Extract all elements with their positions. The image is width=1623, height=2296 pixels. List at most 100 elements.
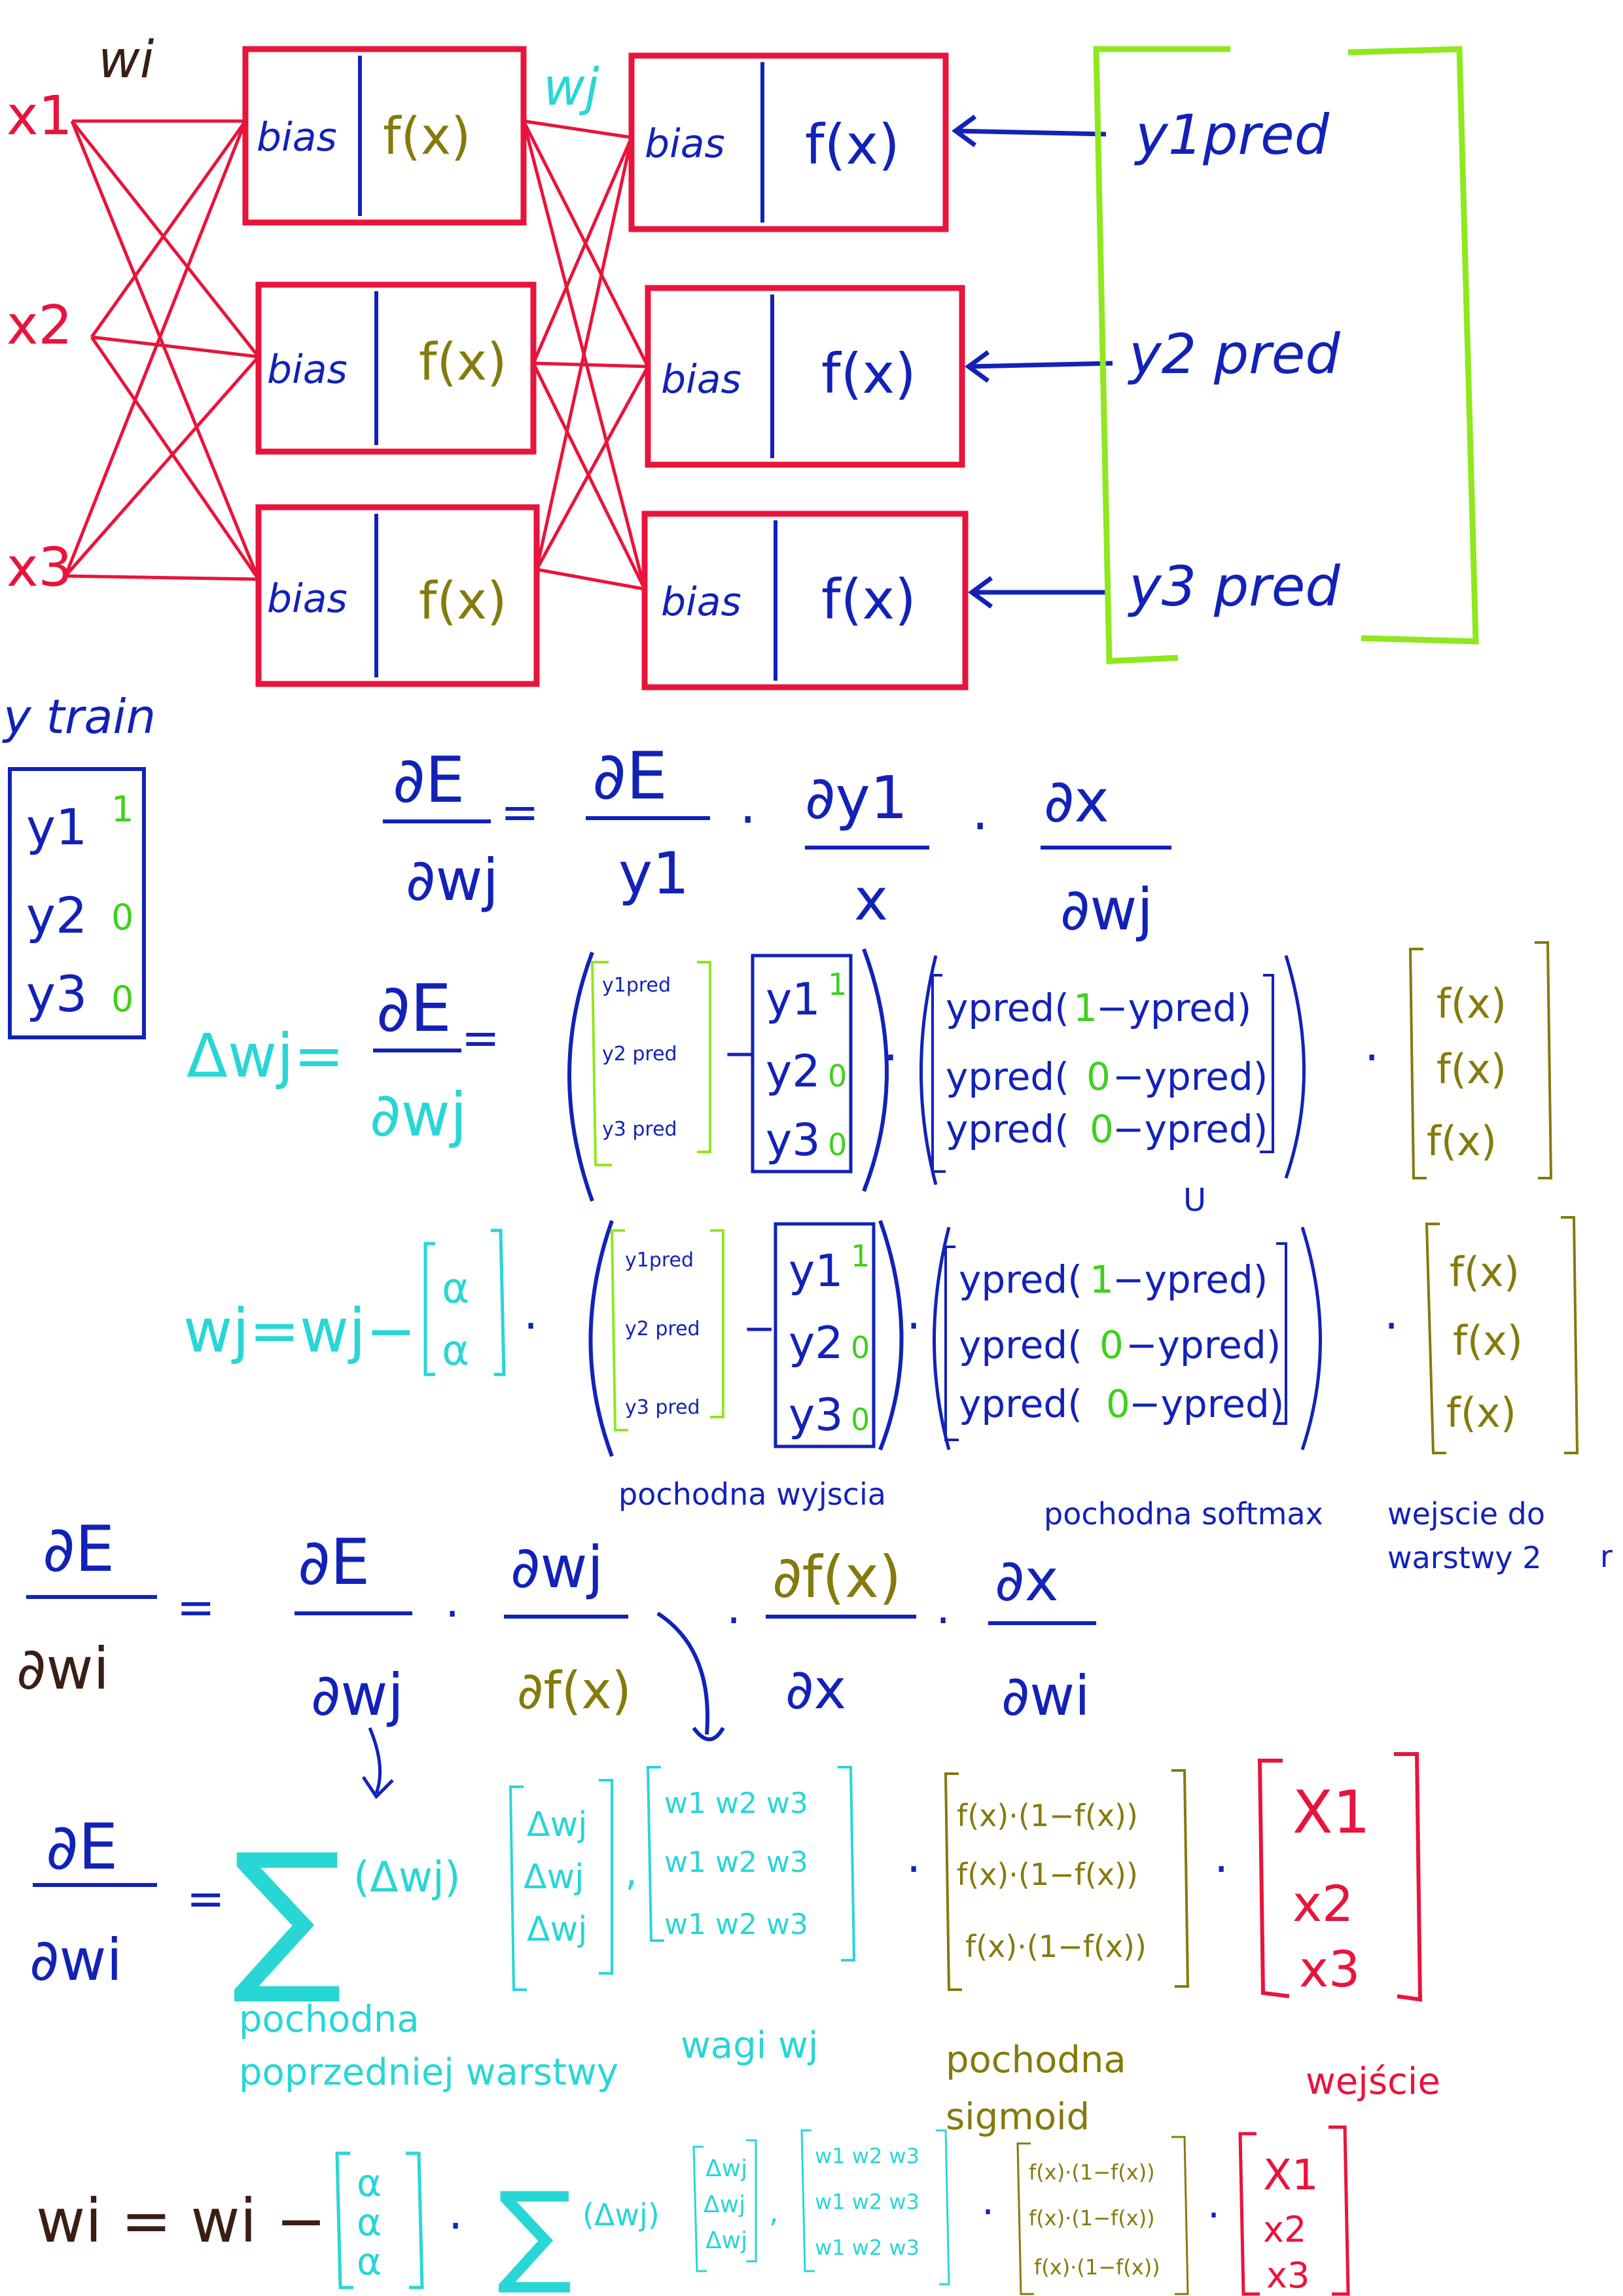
equals: = [177, 1581, 215, 1634]
frac-den: ∂wj [370, 1080, 467, 1150]
softmax-row-text: ypred( [946, 1107, 1069, 1151]
frac-den: ∂f(x) [517, 1662, 632, 1721]
delta-row-1: Δwj [527, 1805, 588, 1844]
dot: · [1207, 2193, 1220, 2238]
softmax-row-text: ypred( [959, 1257, 1082, 1302]
fx-row-2: f(x) [1436, 1045, 1507, 1093]
alpha-3: α [357, 2239, 382, 2284]
output-neuron-3: bias f(x) [641, 511, 969, 691]
dot: · [906, 1299, 921, 1353]
x-row-1: X1 [1263, 2151, 1319, 2200]
pred-row-1: y1pred [625, 1249, 694, 1272]
neuron-bias-label: bias [267, 576, 348, 622]
minus: − [743, 1306, 776, 1352]
input-hidden-connections [63, 119, 260, 581]
true-row-1: y1 [789, 1246, 844, 1297]
delta-wj-lhs: Δwj= [187, 1021, 344, 1091]
frac-den: ∂x [785, 1657, 846, 1721]
pred-row-3: y3 pred [625, 1396, 700, 1419]
frac-den: ∂wi [16, 1635, 109, 1702]
softmax-row-value: 0 [1090, 1107, 1114, 1151]
softmax-row-text: −ypred) [1126, 1323, 1281, 1367]
frac-num: ∂E [376, 970, 452, 1047]
frac-num: ∂x [1044, 767, 1109, 836]
true-row-2: y2 [766, 1046, 821, 1098]
dot: · [448, 2199, 463, 2253]
weights-row-3: w1 w2 w3 [815, 2235, 919, 2260]
input-x2: x2 [7, 295, 73, 357]
ytrain-row-3: y3 [26, 965, 87, 1023]
equation-wj-update: wj=wj− α α · y1pred y2 pred y3 pred − y1… [183, 1216, 1579, 1458]
sum-sign: ∑ [497, 2168, 573, 2296]
weights-row-1: w1 w2 w3 [664, 1787, 808, 1820]
softmax-row-text: −ypred) [1129, 1382, 1284, 1426]
output-neuron-1: bias f(x) [628, 52, 949, 232]
equation-dE-dwi-chain: ∂E ∂wi = ∂E ∂wj · ∂wj ∂f(x) · ∂f(x) ∂x ·… [16, 1513, 1096, 1799]
output-y2pred: y2 pred [1127, 322, 1340, 386]
x-row-3: x3 [1266, 2255, 1310, 2296]
alpha-2: α [442, 1327, 469, 1375]
equation-wi-update: wi = wi − α α α · ∑ (Δwj) Δwj Δwj Δwj , … [36, 2125, 1350, 2296]
dot: · [982, 2189, 994, 2235]
dot: · [906, 1842, 921, 1896]
softmax-row-text: −ypred) [1113, 1054, 1268, 1099]
ytrain-value-1: 1 [111, 789, 134, 830]
stray-mark: U [1183, 1182, 1206, 1219]
true-row-2: y2 [789, 1318, 844, 1369]
dot: · [883, 1031, 898, 1085]
x-row-2: x2 [1263, 2209, 1306, 2250]
dot: · [1364, 1031, 1379, 1085]
caption-deriv-output: pochodna wyjscia [618, 1477, 886, 1512]
fx-row-1: f(x) [1450, 1248, 1520, 1296]
true-val-1: 1 [828, 967, 847, 1002]
equals: = [461, 1011, 500, 1065]
sigmoid-row-3: f(x)·(1−f(x)) [1034, 2255, 1160, 2280]
softmax-row-text: −ypred) [1096, 986, 1251, 1030]
output-neuron-2: bias f(x) [645, 285, 965, 468]
weight-label-wi: wi [98, 31, 154, 90]
sigmoid-row-1: f(x)·(1−f(x)) [1029, 2160, 1155, 2185]
softmax-row-2: ypred( 0 −ypred) [959, 1323, 1281, 1367]
caption-cut-letter: r [1600, 1539, 1613, 1574]
pred-row-1: y1pred [602, 974, 671, 997]
weights-row-3: w1 w2 w3 [664, 1908, 808, 1941]
comma: , [625, 1849, 637, 1895]
fx-row-1: f(x) [1436, 980, 1507, 1028]
ytrain-vector: y train y1 1 y2 0 y3 0 [2, 689, 156, 1039]
equals: = [187, 1872, 225, 1926]
softmax-row-3: ypred( 0 −ypred) [959, 1382, 1284, 1426]
ytrain-value-3: 0 [111, 978, 134, 1020]
neuron-bias-label: bias [257, 115, 337, 160]
frac-den: x [854, 866, 888, 933]
softmax-row-text: −ypred) [1113, 1107, 1268, 1151]
neuron-fx-label: f(x) [821, 342, 916, 406]
sigmoid-row-3: f(x)·(1−f(x)) [965, 1929, 1147, 1964]
caption-weights: wagi wj [681, 2024, 819, 2067]
frac-num: ∂x [995, 1547, 1059, 1614]
fx-row-3: f(x) [1446, 1389, 1516, 1437]
caption-prev-layer: pochodna poprzedniej warstwy [239, 1998, 618, 2094]
softmax-row-text: ypred( [959, 1382, 1082, 1426]
softmax-row-text: ypred( [959, 1323, 1082, 1367]
frac-num: ∂wj [510, 1534, 603, 1601]
dot: · [1214, 1842, 1228, 1896]
dot: · [936, 1594, 950, 1647]
neuron-fx-label: f(x) [821, 567, 916, 632]
true-row-1: y1 [766, 974, 821, 1026]
frac-den: y1 [618, 840, 689, 907]
hidden-neuron-2: bias f(x) [255, 281, 537, 455]
sigmoid-row-2: f(x)·(1−f(x)) [957, 1857, 1138, 1892]
frac-num: ∂E [393, 744, 465, 817]
dot: · [524, 1299, 538, 1353]
equation-dE-dwi-expanded: ∂E ∂wi = ∑ (Δwj) Δwj Δwj Δwj , w1 w2 w3 … [29, 1752, 1423, 2009]
caption-deriv-sigmoid: pochodna sigmoid [946, 2039, 1126, 2138]
hidden-neuron-1: bias f(x) [242, 46, 527, 226]
fx-row-2: f(x) [1453, 1317, 1523, 1365]
network-diagram: wi wj x1 x2 x3 [7, 31, 1479, 691]
input-x1: x1 [7, 85, 73, 147]
frac-num: ∂E [43, 1513, 115, 1586]
true-val-1: 1 [851, 1238, 870, 1274]
x-row-1: X1 [1293, 1778, 1370, 1847]
sigmoid-row-1: f(x)·(1−f(x)) [957, 1798, 1138, 1833]
alpha-1: α [357, 2161, 382, 2205]
